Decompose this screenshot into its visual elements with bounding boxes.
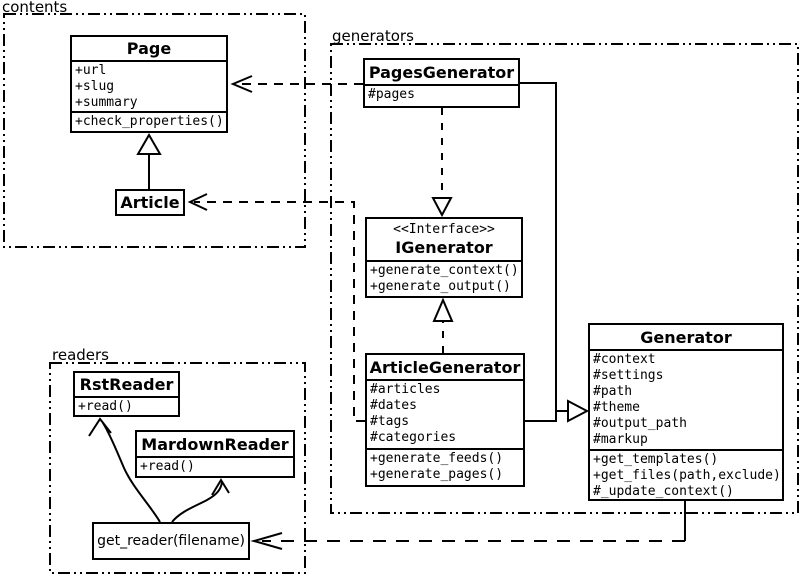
class-method: +read(): [78, 399, 133, 414]
class-title: MardownReader: [137, 432, 293, 458]
class-title: IGenerator: [395, 238, 493, 257]
open-arrowhead-icon: [211, 478, 230, 496]
methods-compartment: +get_templates() +get_files(path,exclude…: [590, 451, 782, 500]
class-box-page: Page +url +slug +summary +check_properti…: [70, 35, 228, 133]
class-attribute: #pages: [368, 87, 415, 102]
attributes-compartment: #articles #dates #tags #categories: [367, 381, 523, 450]
open-arrowhead-icon: [230, 75, 253, 93]
attributes-compartment: +url +slug +summary: [72, 62, 226, 113]
package-label-readers: readers: [52, 346, 109, 364]
class-attribute: #markup: [593, 432, 648, 447]
class-method: +read(): [140, 459, 195, 474]
attributes-compartment: #pages: [365, 86, 518, 103]
attributes-compartment: #context #settings #path #theme #output_…: [590, 351, 782, 451]
methods-compartment: +generate_context() +generate_output(): [367, 262, 521, 295]
hollow-triangle-icon: [431, 197, 453, 218]
hollow-triangle-icon: [432, 297, 454, 322]
class-attribute: +slug: [75, 79, 115, 94]
class-method: #_update_context(): [593, 484, 734, 499]
hollow-triangle-icon: [136, 133, 162, 155]
hollow-triangle-icon: [567, 399, 590, 423]
package-frame-generators: [330, 43, 799, 514]
class-title: Generator: [590, 325, 782, 351]
class-method: +generate_feeds(): [370, 451, 504, 466]
class-method: +generate_context(): [370, 263, 519, 278]
class-attribute: #articles: [370, 382, 441, 397]
class-attribute: #output_path: [593, 416, 687, 431]
class-stereotype: <<Interface>>: [393, 222, 495, 237]
class-attribute: #settings: [593, 368, 664, 383]
class-box-rstreader: RstReader +read(): [73, 371, 180, 417]
class-attribute: #dates: [370, 398, 417, 413]
class-attribute: #tags: [370, 414, 410, 429]
methods-compartment: +generate_feeds() +generate_pages(): [367, 450, 523, 483]
class-attribute: #path: [593, 384, 633, 399]
class-method: +get_templates(): [593, 452, 719, 467]
class-method: +check_properties(): [75, 114, 224, 129]
function-label: get_reader(filename): [97, 533, 245, 549]
class-title: Page: [72, 37, 226, 62]
class-title: ArticleGenerator: [367, 355, 523, 381]
class-attribute: #context: [593, 352, 656, 367]
methods-compartment: +read(): [137, 458, 293, 475]
class-attribute: +url: [75, 63, 107, 78]
function-box-getreader: get_reader(filename): [92, 522, 250, 560]
package-frame-contents: [3, 13, 306, 248]
class-title: RstReader: [75, 373, 178, 398]
class-box-article: Article: [115, 189, 185, 216]
class-title: PagesGenerator: [365, 60, 518, 86]
class-method: +generate_output(): [370, 279, 511, 294]
class-attribute: +summary: [75, 95, 138, 110]
generalization-line-articlegenerator-to-generator: [525, 411, 557, 422]
open-arrowhead-icon: [250, 532, 283, 550]
generalization-line-pagesgenerator-to-generator: [520, 82, 568, 412]
class-attribute: #theme: [593, 400, 640, 415]
title-compartment: <<Interface>> IGenerator: [367, 219, 521, 262]
class-method: +generate_pages(): [370, 467, 504, 482]
package-label-contents: contents: [2, 0, 68, 16]
methods-compartment: +check_properties(): [72, 113, 226, 130]
curve-line-getreader-to-rstreader: [102, 422, 161, 523]
open-arrowhead-icon: [88, 417, 112, 437]
dependency-line-articlegenerator-to-article: [194, 201, 365, 422]
methods-compartment: +read(): [75, 398, 178, 415]
class-method: +get_files(path,exclude): [593, 468, 781, 483]
class-box-generator: Generator #context #settings #path #them…: [588, 323, 784, 501]
class-box-mardownreader: MardownReader +read(): [135, 430, 295, 478]
class-title: Article: [120, 193, 180, 212]
class-box-igenerator: <<Interface>> IGenerator +generate_conte…: [365, 217, 523, 298]
class-box-pagesgenerator: PagesGenerator #pages: [363, 58, 520, 108]
curve-line-getreader-to-mardownreader: [171, 481, 223, 523]
package-label-generators: generators: [332, 27, 414, 45]
open-arrowhead-icon: [187, 193, 208, 211]
class-attribute: #categories: [370, 430, 457, 445]
package-frame-readers: [49, 362, 306, 574]
class-box-articlegenerator: ArticleGenerator #articles #dates #tags …: [365, 353, 525, 487]
